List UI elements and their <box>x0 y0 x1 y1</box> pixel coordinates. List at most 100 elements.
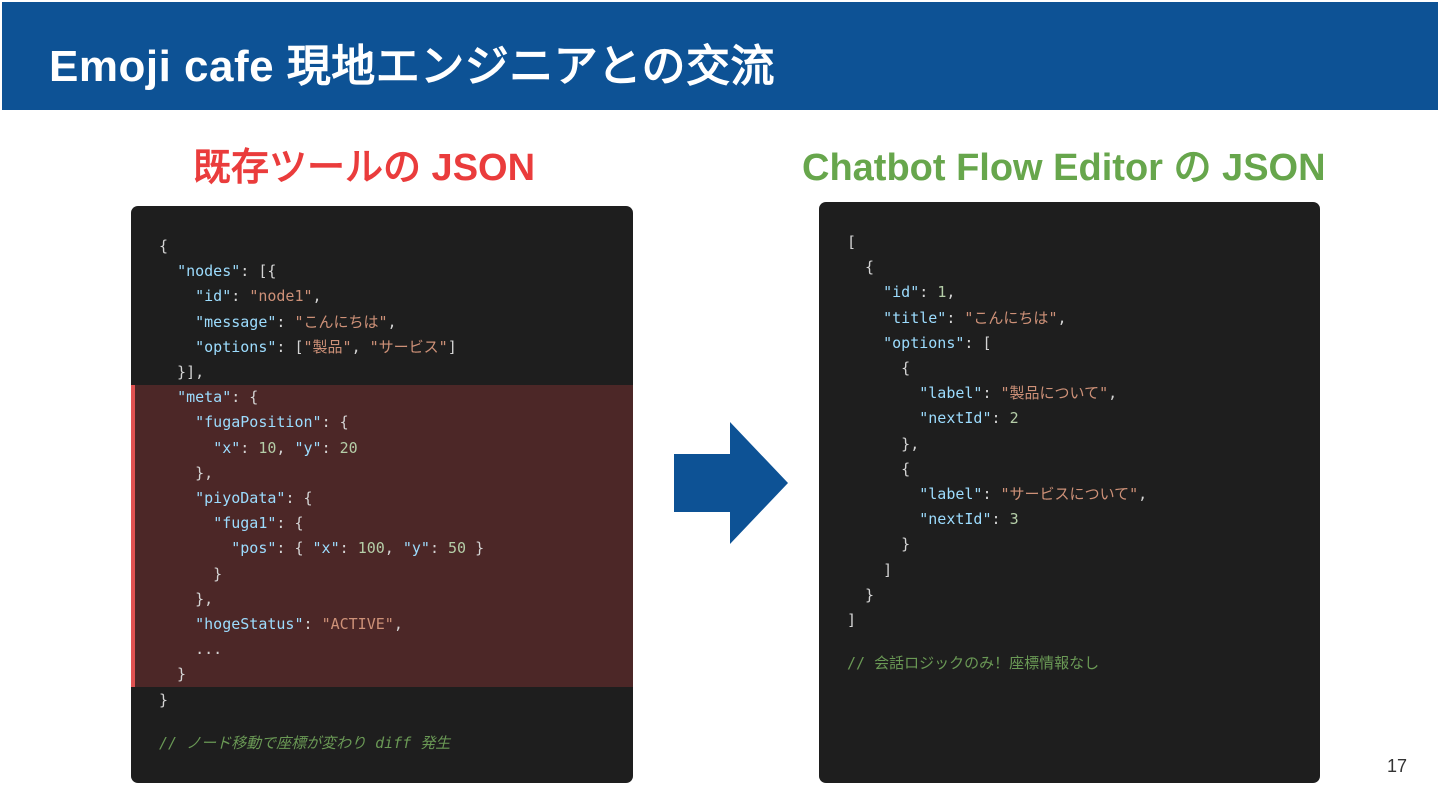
code-token: : <box>339 539 358 558</box>
code-line: ] <box>847 558 1147 583</box>
code-token: : { <box>285 489 313 508</box>
code-token: "x" <box>213 438 241 457</box>
code-token: "nodes" <box>177 262 241 281</box>
code-line: "piyoData": { <box>159 486 484 511</box>
code-line: } <box>847 583 1147 608</box>
existing-tool-json-code: { "nodes": [{ "id": "node1", "message": … <box>159 234 484 713</box>
code-token: "options" <box>195 337 277 356</box>
code-token: "options" <box>883 333 965 352</box>
code-token: , <box>393 615 403 634</box>
code-line: "label": "サービスについて", <box>847 482 1147 507</box>
code-token: : [{ <box>240 262 277 281</box>
code-token <box>847 334 883 352</box>
code-token: } <box>159 690 169 709</box>
code-token: "製品" <box>303 337 352 356</box>
existing-tool-json-comment: // ノード移動で座標が変わり diff 発生 <box>159 734 451 752</box>
flow-editor-json-code: [ { "id": 1, "title": "こんにちは", "options"… <box>847 230 1147 633</box>
code-token: , <box>946 283 956 302</box>
code-token: } <box>847 585 875 604</box>
code-token <box>847 384 919 402</box>
code-line: } <box>159 688 484 713</box>
code-line: "id": 1, <box>847 280 1147 305</box>
flow-editor-json-comment: // 会話ロジックのみ！座標情報なし <box>847 654 1100 672</box>
code-token: "nextId" <box>919 510 992 529</box>
code-token: : <box>982 384 1001 403</box>
code-token: : [ <box>964 333 992 352</box>
code-line: { <box>847 457 1147 482</box>
code-token: : <box>321 438 340 457</box>
code-token: { <box>847 459 911 478</box>
code-token: : { <box>231 388 259 407</box>
code-token <box>847 283 883 301</box>
code-token: "x" <box>312 539 340 558</box>
code-token: : <box>991 510 1010 529</box>
code-line: } <box>159 662 484 687</box>
code-token: } <box>159 564 223 583</box>
code-token <box>847 309 883 327</box>
code-token <box>159 413 195 431</box>
code-token <box>159 615 195 633</box>
code-token: : <box>946 308 965 327</box>
code-token: , <box>387 312 397 331</box>
flow-editor-json-panel: [ { "id": 1, "title": "こんにちは", "options"… <box>819 202 1320 783</box>
code-line: "options": ["製品", "サービス"] <box>159 335 484 360</box>
code-line: [ <box>847 230 1147 255</box>
code-token: : <box>276 312 295 331</box>
code-token: [ <box>847 233 857 251</box>
code-token: : [ <box>276 337 304 356</box>
code-line: }], <box>159 360 484 385</box>
code-line: } <box>847 532 1147 557</box>
code-token: 100 <box>357 539 385 558</box>
code-token: "node1" <box>249 287 313 306</box>
code-token: , <box>384 539 403 558</box>
code-token: }], <box>159 363 205 382</box>
code-line: "id": "node1", <box>159 284 484 309</box>
code-token: "piyoData" <box>195 489 286 508</box>
code-token: "製品について" <box>1000 384 1109 403</box>
code-line: }, <box>159 587 484 612</box>
code-line: "hogeStatus": "ACTIVE", <box>159 612 484 637</box>
code-token: , <box>1108 384 1118 403</box>
code-line: { <box>847 255 1147 280</box>
code-token: : { <box>276 539 313 558</box>
code-token: "nextId" <box>919 409 992 428</box>
code-token: : <box>919 283 938 302</box>
code-token: : <box>982 485 1001 504</box>
code-token: "y" <box>402 539 430 558</box>
code-line: { <box>847 356 1147 381</box>
code-token: : <box>303 615 322 634</box>
code-token: "こんにちは" <box>294 312 388 331</box>
code-token: "こんにちは" <box>964 308 1058 327</box>
code-token: "id" <box>883 283 920 302</box>
code-token <box>159 489 195 507</box>
code-token: : <box>231 287 250 306</box>
code-token: } <box>159 665 187 684</box>
left-heading: 既存ツールの JSON <box>193 147 536 189</box>
code-token: 20 <box>339 438 358 457</box>
code-token: } <box>466 539 485 558</box>
existing-tool-json-panel: { "nodes": [{ "id": "node1", "message": … <box>131 206 633 783</box>
code-line: "fugaPosition": { <box>159 410 484 435</box>
code-token: ... <box>159 640 223 659</box>
code-token <box>159 313 195 331</box>
code-line: "fuga1": { <box>159 511 484 536</box>
code-line: "options": [ <box>847 331 1147 356</box>
code-line: "message": "こんにちは", <box>159 310 484 335</box>
code-line: }, <box>847 432 1147 457</box>
code-line: "pos": { "x": 100, "y": 50 } <box>159 536 484 561</box>
code-token <box>159 287 195 305</box>
code-token: "meta" <box>177 388 232 407</box>
code-token <box>159 439 213 457</box>
code-token: , <box>1057 308 1067 327</box>
code-token: 3 <box>1009 510 1019 529</box>
code-token: 50 <box>448 539 467 558</box>
code-token <box>159 338 195 356</box>
code-token: : { <box>276 514 304 533</box>
code-token: "message" <box>195 312 277 331</box>
code-token: "title" <box>883 308 947 327</box>
code-token <box>847 510 919 528</box>
code-token: "ACTIVE" <box>321 615 394 634</box>
code-token <box>159 388 177 406</box>
code-token: }, <box>159 589 214 608</box>
